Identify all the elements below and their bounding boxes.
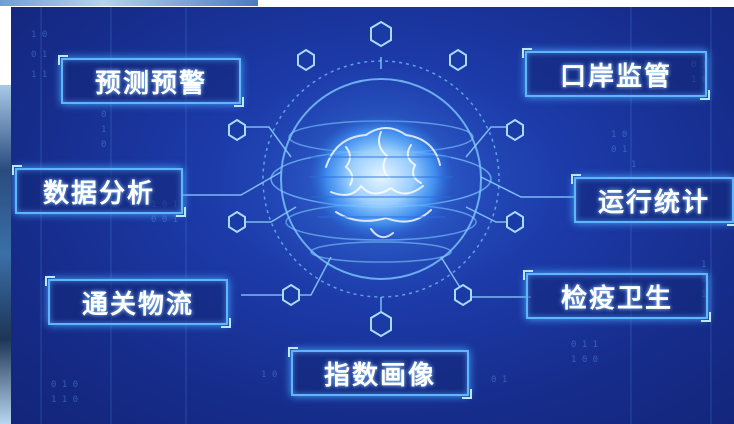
label-index-portrait: 指数画像 — [288, 347, 472, 399]
label-quarantine-health: 检疫卫生 — [523, 270, 711, 322]
svg-text:1 0 0: 1 0 0 — [571, 355, 598, 365]
label-operation-statistics: 运行统计 — [571, 174, 734, 226]
label-customs-logistics: 通关物流 — [45, 276, 231, 328]
svg-text:0: 0 — [101, 110, 106, 120]
svg-text:1 0: 1 0 — [611, 130, 627, 140]
svg-text:1: 1 — [101, 125, 106, 135]
svg-text:0 0 1: 0 0 1 — [151, 215, 178, 225]
svg-text:1: 1 — [701, 260, 706, 270]
svg-text:1: 1 — [631, 160, 636, 170]
label-forecast-warning: 预测预警 — [58, 55, 244, 107]
svg-text:0 1 0: 0 1 0 — [51, 380, 78, 390]
label-port-supervision: 口岸监管 — [522, 48, 710, 100]
photo-strip-top — [0, 0, 258, 6]
label-data-analysis: 数据分析 — [12, 165, 186, 217]
svg-text:0 1: 0 1 — [491, 375, 507, 385]
svg-text:1 0: 1 0 — [31, 30, 47, 40]
svg-text:1 1 0: 1 1 0 — [51, 395, 78, 405]
smart-port-diagram: 1 0 0 1 1 1 0 1 0 1 0 1 0 0 1 1 0 0 1 1 0 1 1 1 … — [11, 7, 734, 424]
brain-icon — [309, 115, 453, 239]
svg-text:0 1: 0 1 — [611, 145, 627, 155]
svg-text:0 1: 0 1 — [31, 50, 47, 60]
svg-text:1 0: 1 0 — [261, 370, 277, 380]
svg-text:0: 0 — [101, 140, 106, 150]
svg-text:1 1: 1 1 — [31, 70, 47, 80]
photo-strip-left — [0, 85, 12, 424]
hexagon-icons — [228, 20, 524, 338]
svg-text:0 1 1: 0 1 1 — [571, 340, 598, 350]
